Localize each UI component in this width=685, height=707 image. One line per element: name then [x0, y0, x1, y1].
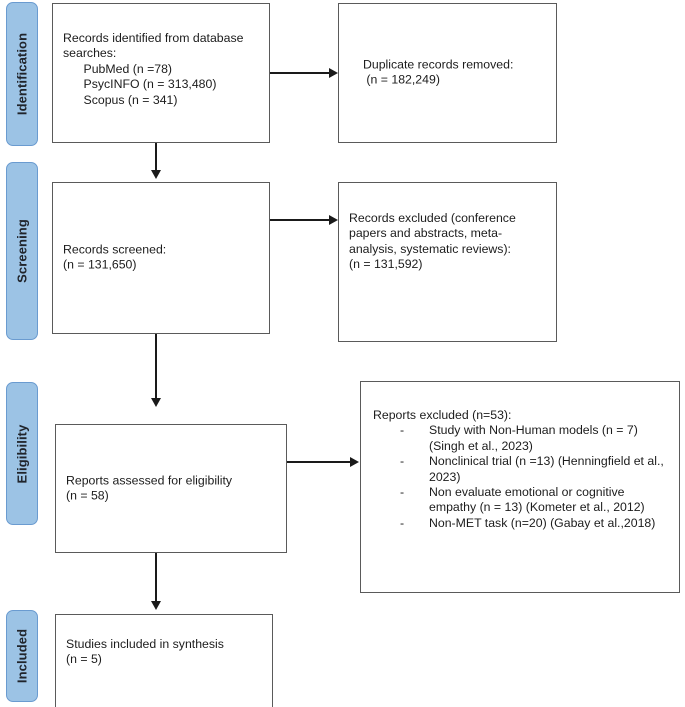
phase-tab-eligibility: Eligibility: [6, 382, 38, 525]
connector-identified-to-screened: [155, 143, 157, 173]
reports-excluded-content: Reports excluded (n=53): - Study with No…: [373, 408, 673, 531]
list-item: - Nonclinical trial (n =13) (Henningfiel…: [373, 454, 673, 485]
arrowhead-screened-to-excluded: [329, 215, 338, 225]
box-records-identified: Records identified from database searche…: [52, 3, 270, 143]
phase-tab-screening-label: Screening: [14, 219, 30, 283]
bullet-dash-icon: -: [400, 485, 405, 500]
box-studies-included: Studies included in synthesis (n = 5): [55, 614, 273, 707]
arrowhead-screened-to-assessed: [151, 398, 161, 407]
phase-tab-eligibility-label: Eligibility: [14, 424, 30, 483]
arrowhead-assessed-to-included: [151, 601, 161, 610]
arrowhead-assessed-to-reports-excluded: [350, 457, 359, 467]
connector-assessed-to-reports-excluded: [287, 461, 351, 463]
bullet-dash-icon: -: [400, 515, 405, 530]
bullet-dash-icon: -: [400, 423, 405, 438]
connector-screened-to-excluded: [270, 219, 330, 221]
reports-excluded-list: - Study with Non-Human models (n = 7) (S…: [373, 423, 673, 531]
box-studies-included-text: Studies included in synthesis (n = 5): [66, 637, 224, 667]
list-item-text: Study with Non-Human models (n = 7) (Sin…: [429, 423, 638, 453]
list-item: - Study with Non-Human models (n = 7) (S…: [373, 423, 673, 454]
list-item: - Non evaluate emotional or cognitive em…: [373, 485, 673, 516]
box-duplicates-removed: Duplicate records removed: (n = 182,249): [338, 3, 557, 143]
phase-tab-screening: Screening: [6, 162, 38, 340]
box-records-excluded: Records excluded (conference papers and …: [338, 182, 557, 342]
arrowhead-identified-to-screened: [151, 170, 161, 179]
phase-tab-included-label: Included: [14, 628, 30, 684]
box-reports-excluded: Reports excluded (n=53): - Study with No…: [360, 381, 680, 593]
list-item-text: Non-MET task (n=20) (Gabay et al.,2018): [429, 515, 656, 530]
box-records-screened: Records screened: (n = 131,650): [52, 182, 270, 334]
box-reports-assessed: Reports assessed for eligibility (n = 58…: [55, 424, 287, 553]
connector-identified-to-duplicates: [270, 72, 330, 74]
box-records-excluded-text: Records excluded (conference papers and …: [349, 211, 516, 272]
box-reports-assessed-text: Reports assessed for eligibility (n = 58…: [66, 473, 233, 503]
phase-tab-included: Included: [6, 610, 38, 702]
box-duplicates-removed-text: Duplicate records removed: (n = 182,249): [363, 57, 514, 87]
reports-excluded-heading: Reports excluded (n=53):: [373, 408, 512, 422]
connector-assessed-to-included: [155, 553, 157, 603]
box-records-identified-text: Records identified from database searche…: [63, 31, 244, 107]
arrowhead-identified-to-duplicates: [329, 68, 338, 78]
connector-screened-to-assessed: [155, 334, 157, 400]
bullet-dash-icon: -: [400, 454, 405, 469]
list-item: - Non-MET task (n=20) (Gabay et al.,2018…: [373, 516, 673, 531]
list-item-text: Non evaluate emotional or cognitive empa…: [429, 485, 645, 515]
list-item-text: Nonclinical trial (n =13) (Henningfield …: [429, 454, 664, 484]
box-records-screened-text: Records screened: (n = 131,650): [63, 242, 167, 272]
phase-tab-identification: Identification: [6, 2, 38, 146]
phase-tab-identification-label: Identification: [14, 32, 30, 116]
